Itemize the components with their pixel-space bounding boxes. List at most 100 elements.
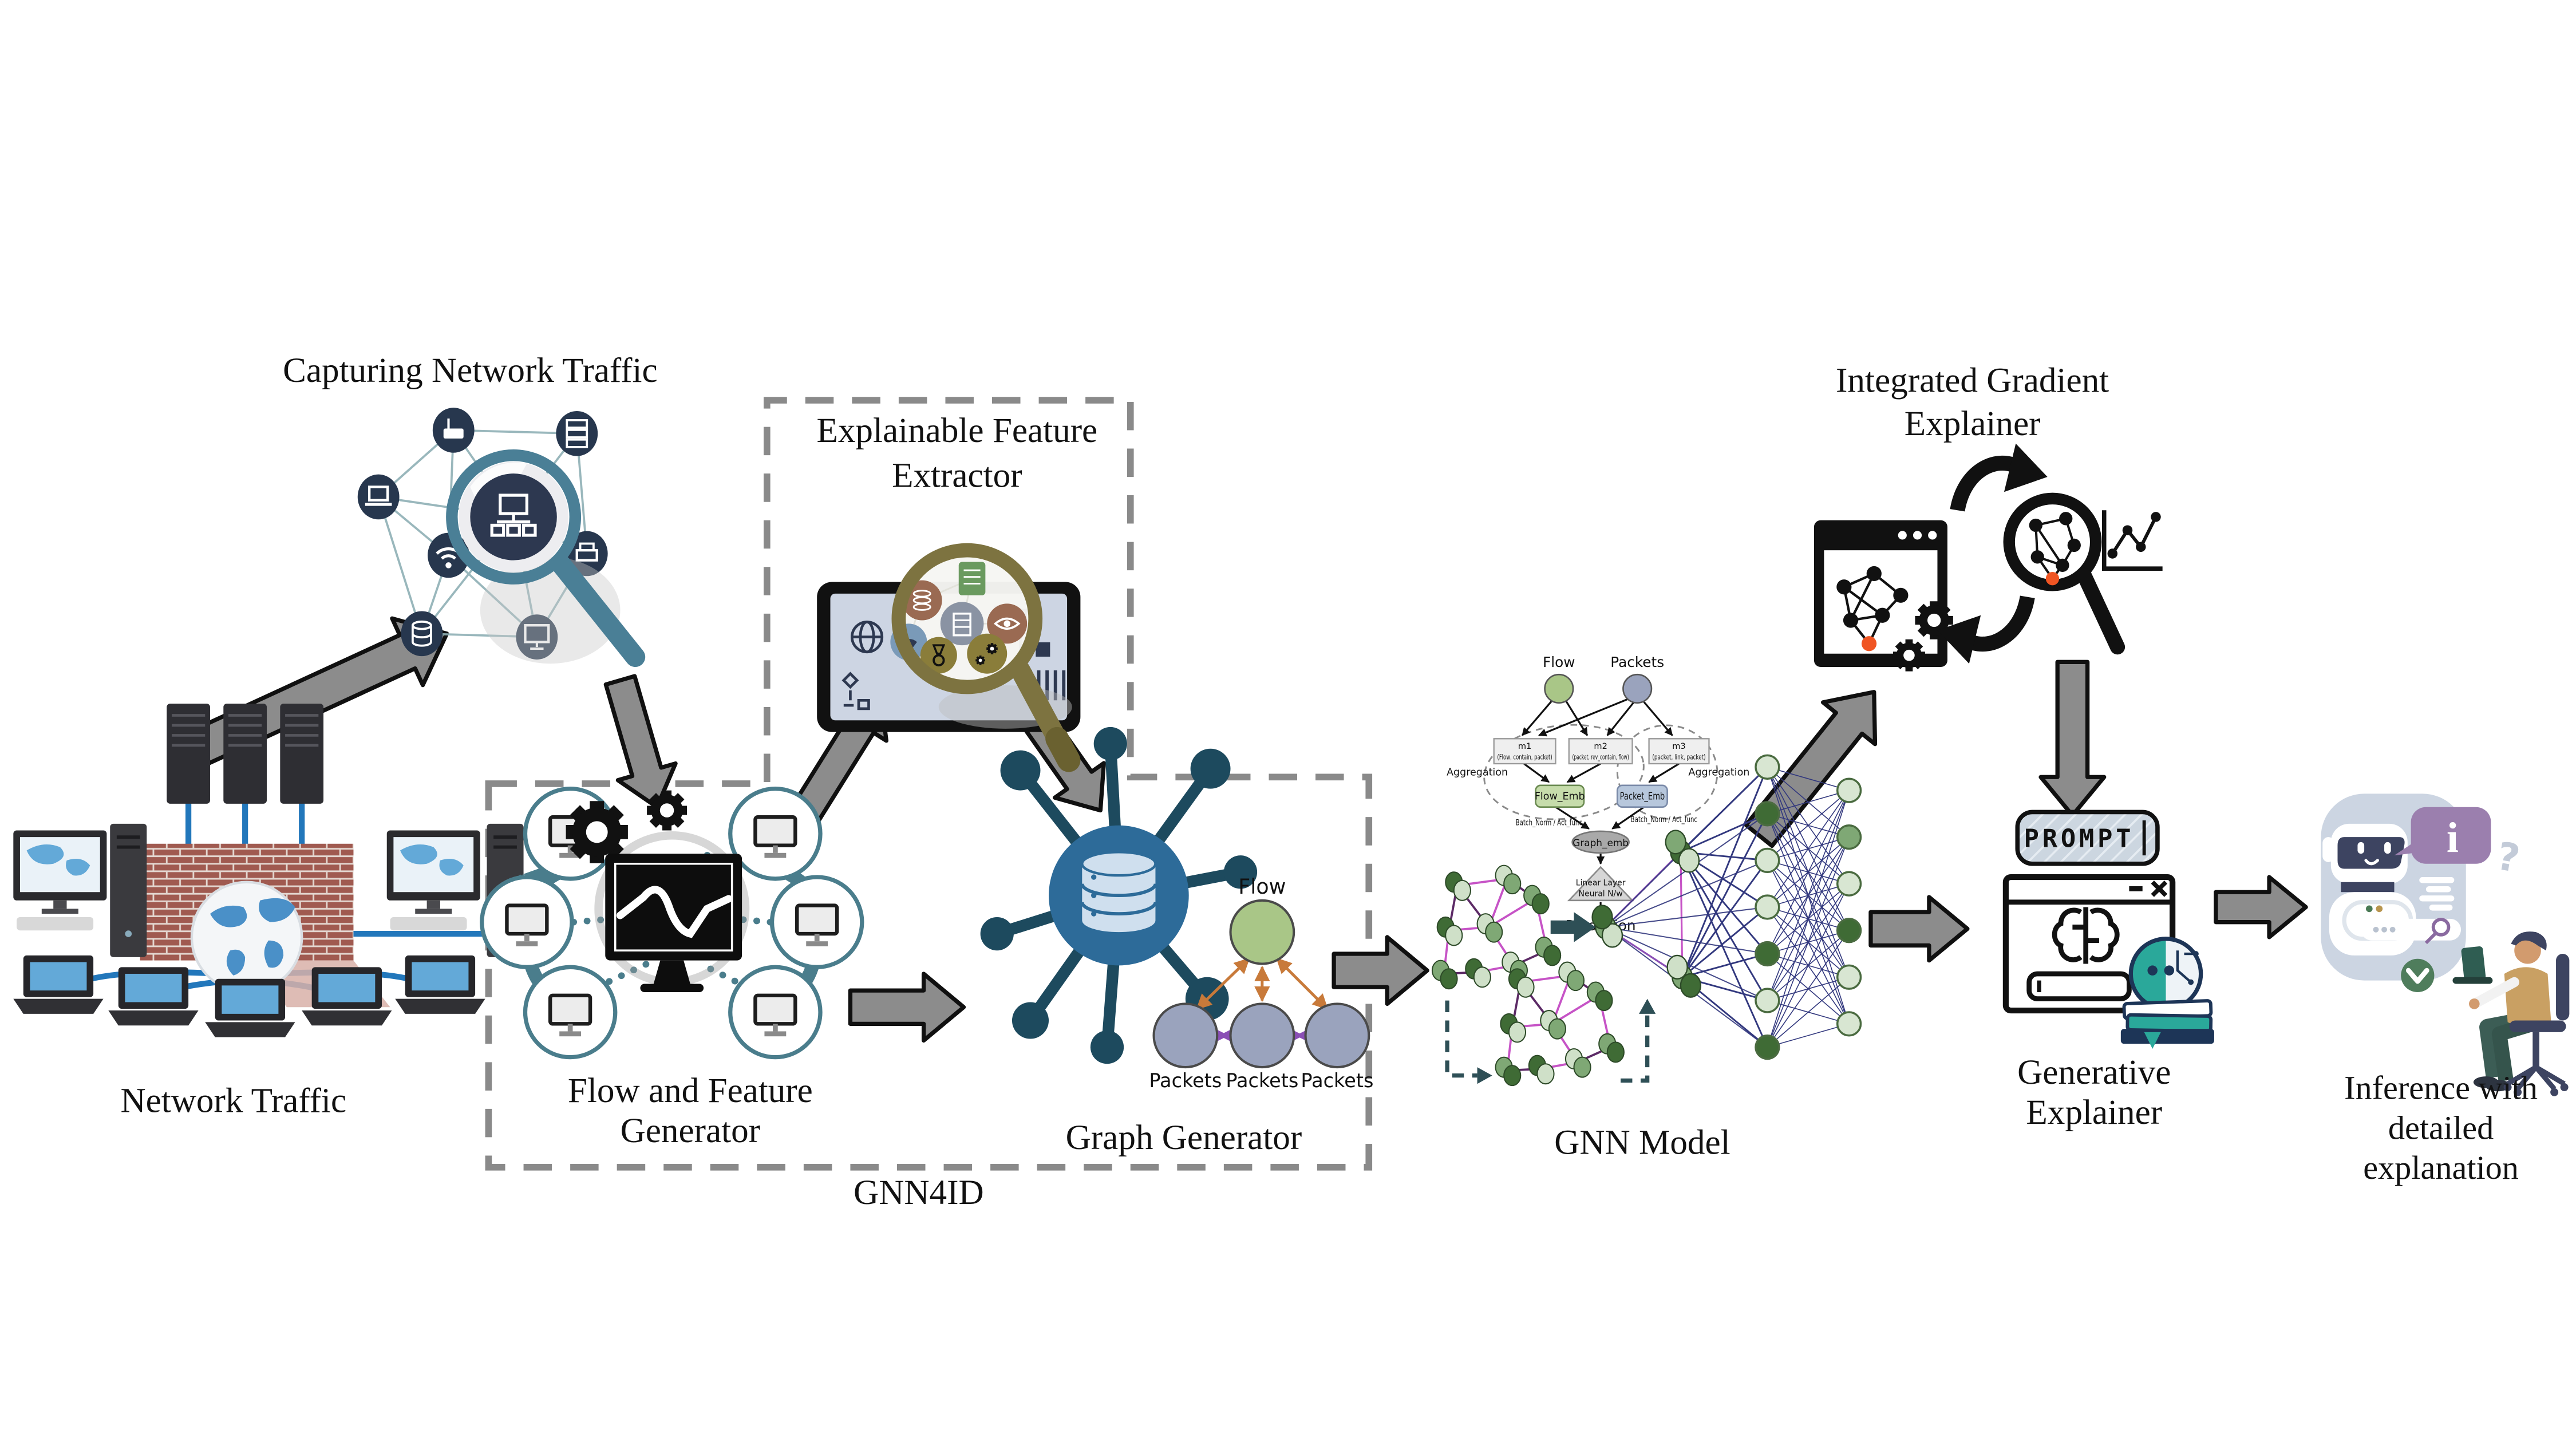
batch-norm-left-label: Batch_Norm / Act_func bbox=[1516, 818, 1583, 828]
flow-arrow bbox=[1868, 895, 1970, 963]
ffg-label-line1: Flow and Feature bbox=[568, 1071, 813, 1110]
info-icon: i bbox=[2447, 814, 2459, 862]
flow-arrow bbox=[2038, 660, 2107, 818]
m3-detail: (packet, link, packet) bbox=[1652, 753, 1705, 761]
magnifier-icon bbox=[446, 449, 646, 668]
m2-detail: (packet, rev_contain, flow) bbox=[1573, 753, 1629, 761]
ige-title-line1: Integrated Gradient bbox=[1836, 361, 2109, 400]
laptop-icons bbox=[13, 955, 485, 1037]
packet-emb-box bbox=[1616, 784, 1668, 808]
chair-back bbox=[2556, 954, 2570, 1021]
section-integrated-gradient-explainer: Integrated Gradient Explainer bbox=[1814, 361, 2163, 671]
graph-emb-label: Graph_emb bbox=[1573, 837, 1629, 849]
capturing-title: Capturing Network Traffic bbox=[283, 351, 658, 390]
batch-norm-right-label: Batch_Norm / Act_func bbox=[1631, 815, 1698, 824]
close-icon bbox=[2151, 881, 2168, 897]
inference-label-line1: Inference with bbox=[2344, 1069, 2538, 1106]
chair-seat bbox=[2509, 1020, 2566, 1032]
inference-label-line2: detailed bbox=[2388, 1109, 2494, 1146]
generative-label-line2: Explainer bbox=[2026, 1093, 2162, 1132]
bookmark-ribbon bbox=[2144, 1032, 2161, 1049]
inference-label-line3: explanation bbox=[2363, 1149, 2519, 1186]
efe-title-line2: Extractor bbox=[892, 456, 1022, 495]
router-node-icon bbox=[432, 408, 475, 453]
m1-label: m1 bbox=[1518, 741, 1531, 751]
gnn4id-container: GNN4ID bbox=[485, 397, 1373, 1212]
linear-label-line2: Neural N/w bbox=[1579, 890, 1623, 899]
monitor-node-icon bbox=[516, 614, 558, 660]
m1-detail: (Flow, contain, packet) bbox=[1498, 753, 1552, 761]
graph-to-nn-arrow bbox=[1550, 912, 1596, 942]
linear-label-line1: Linear Layer bbox=[1576, 879, 1626, 888]
efe-title-line1: Explainable Feature bbox=[816, 411, 1097, 450]
graph-glyph-nodes bbox=[1836, 566, 1909, 628]
nn-nodes bbox=[1591, 754, 1862, 1060]
graph-snapshot-a-inner bbox=[1431, 864, 1562, 990]
section-generative-explainer: PROMPT bbox=[2002, 810, 2214, 1132]
flow-packet-minigraph: Flow Packets Packets Packets bbox=[1149, 874, 1373, 1092]
gnn-flow-label: Flow bbox=[1543, 654, 1575, 670]
flow-arrow bbox=[848, 972, 966, 1043]
chair-base bbox=[2506, 1065, 2566, 1091]
packet-node bbox=[1304, 1002, 1370, 1069]
gnn-packets-node bbox=[1622, 673, 1653, 704]
aggregation-right-label: Aggregation bbox=[1688, 767, 1749, 778]
database-node-icon bbox=[401, 611, 443, 657]
hair bbox=[2511, 931, 2547, 951]
lan-glyph bbox=[490, 493, 537, 537]
network-traffic-label: Network Traffic bbox=[120, 1081, 346, 1120]
data-chip-icon bbox=[940, 602, 984, 646]
highlight-node bbox=[1861, 636, 1877, 652]
gears-chip-icon bbox=[967, 633, 1008, 674]
prompt-box: PROMPT bbox=[2015, 810, 2160, 866]
feature-magnifier-icon bbox=[890, 543, 1081, 772]
highlight-node bbox=[2045, 572, 2060, 586]
section-network-traffic: Network Traffic bbox=[13, 704, 524, 1120]
spreadsheet-chip-icon bbox=[958, 562, 986, 595]
m2-label: m2 bbox=[1594, 741, 1607, 751]
gear-icon bbox=[647, 791, 687, 831]
server-node-icon bbox=[556, 410, 598, 456]
waveform-glyph bbox=[616, 886, 733, 938]
graph-generator-label: Graph Generator bbox=[1066, 1118, 1302, 1157]
flow-arrow bbox=[1332, 935, 1429, 1006]
flow-emb-box bbox=[1535, 784, 1585, 808]
info-speech-bubble: i bbox=[2394, 807, 2491, 864]
network-magnifier-icon bbox=[357, 408, 646, 668]
desktop-left-icon bbox=[13, 823, 147, 957]
prompt-text: PROMPT bbox=[2024, 824, 2135, 854]
flow-node-label: Flow bbox=[1238, 874, 1286, 899]
gnn-packets-label: Packets bbox=[1610, 654, 1664, 670]
printer-node-icon bbox=[566, 531, 608, 577]
person-at-laptop: ? bbox=[2452, 834, 2570, 1096]
flow-arrow bbox=[603, 674, 678, 810]
packets-label: Packets bbox=[1149, 1069, 1222, 1092]
section-capturing-network-traffic: Capturing Network Traffic bbox=[283, 351, 658, 668]
ffg-analyzer-icon bbox=[566, 791, 750, 993]
desktop-right-icon bbox=[386, 823, 524, 957]
ffg-label-line2: Generator bbox=[621, 1111, 760, 1150]
question-icon: ? bbox=[2494, 834, 2523, 882]
generative-label-line1: Generative bbox=[2017, 1053, 2171, 1092]
cycle-arrows-icon bbox=[1937, 443, 2048, 664]
chat-text-lines bbox=[2419, 877, 2455, 911]
gnn-model-label: GNN Model bbox=[1554, 1123, 1730, 1162]
gnn4id-dashed-border bbox=[485, 397, 1373, 1171]
line-chart-icon bbox=[2101, 510, 2163, 571]
m3-label: m3 bbox=[1672, 741, 1685, 751]
flow-node bbox=[1229, 899, 1295, 965]
packet-node bbox=[1229, 1002, 1295, 1069]
aggregation-left-label: Aggregation bbox=[1447, 767, 1508, 778]
search-bar bbox=[2361, 918, 2462, 945]
prompt-input-bar bbox=[2026, 971, 2132, 1002]
section-inference: i ? bbox=[2321, 793, 2570, 1186]
laptop-icon bbox=[2461, 946, 2486, 981]
linear-layer-triangle bbox=[1567, 866, 1634, 902]
browser-graph-icon bbox=[1814, 520, 1953, 672]
chat-ai-books-logo bbox=[2120, 937, 2214, 1049]
packets-label: Packets bbox=[1226, 1069, 1298, 1092]
laptop-node-icon bbox=[357, 474, 400, 520]
graph-loop-arrows bbox=[1445, 998, 1656, 1084]
section-flow-feature-generator: Flow and Feature Generator bbox=[480, 789, 864, 1150]
